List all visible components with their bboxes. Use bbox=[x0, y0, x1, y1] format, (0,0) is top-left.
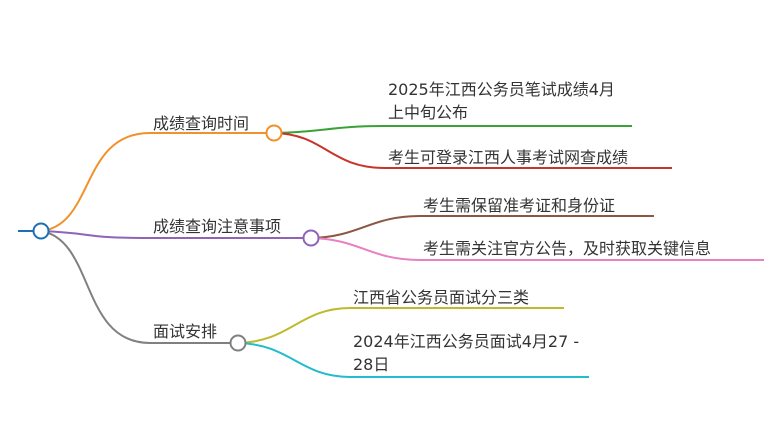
branch-3-label[interactable]: 面试安排 bbox=[153, 322, 218, 341]
link-leaf-3-2 bbox=[237, 342, 589, 378]
link-branch-3 bbox=[40, 230, 238, 344]
leaf-1-1-label[interactable]: 2025年江西公务员笔试成绩4月上中旬公布 bbox=[388, 80, 615, 122]
link-leaf-2-2 bbox=[310, 237, 764, 261]
branch-2-label[interactable]: 成绩查询注意事项 bbox=[153, 217, 282, 236]
link-leaf-3-1 bbox=[237, 307, 564, 344]
leaf-2-1-label[interactable]: 考生需保留准考证和身份证 bbox=[423, 196, 616, 215]
branch-1-node[interactable] bbox=[265, 124, 283, 142]
link-leaf-1-2 bbox=[273, 132, 672, 169]
leaf-1-2-label[interactable]: 考生可登录江西人事考试网查成绩 bbox=[388, 148, 629, 167]
root-node[interactable] bbox=[32, 222, 50, 240]
leaf-3-2-label[interactable]: 2024年江西公务员面试4月27 - 28日 bbox=[353, 332, 580, 374]
link-branch-1 bbox=[40, 132, 274, 232]
leaf-3-1-label[interactable]: 江西省公务员面试分三类 bbox=[353, 288, 530, 307]
link-branch-2 bbox=[40, 230, 311, 239]
leaf-2-2-label[interactable]: 考生需关注官方公告，及时获取关键信息 bbox=[423, 239, 712, 258]
link-leaf-2-1 bbox=[310, 215, 654, 239]
branch-1-label[interactable]: 成绩查询时间 bbox=[153, 114, 250, 133]
branch-2-node[interactable] bbox=[302, 229, 320, 247]
link-leaf-1-1 bbox=[273, 125, 632, 134]
branch-3-node[interactable] bbox=[229, 334, 247, 352]
